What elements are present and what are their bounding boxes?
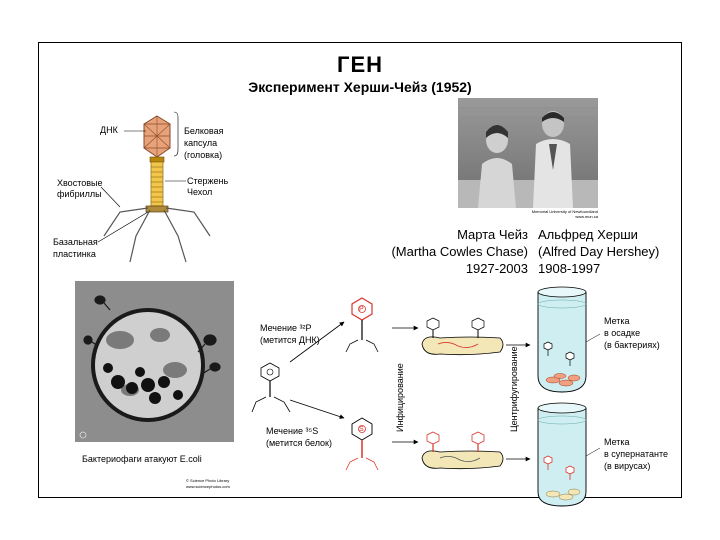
p32-result-1: Метка [604,316,630,326]
s35-label-2: (метится белок) [266,438,332,448]
photo-credit-1: Memorial University of Newfoundland [531,209,598,214]
s35-result-2: в супернатанте [604,449,668,459]
hershey-latin-name: (Alfred Day Hershey) [538,244,660,259]
capsid-label-1: Белковая [184,126,224,136]
sheath-label-1: Стержень [187,176,229,186]
baseplate-label-2: пластинка [53,249,96,259]
s35-label-1: Мечение ³⁵S [266,426,319,436]
unlabeled-phage [251,362,291,413]
test-tube-top [537,286,587,393]
p32-label-2: (метится ДНК) [260,335,320,345]
infection-label: Инфицирование [395,363,405,432]
slide-frame [38,42,682,498]
phage-baseplate [145,205,169,213]
tail-fibers-label-2: фибриллы [57,189,102,199]
p32-result-2: в осадке [604,328,641,338]
hershey-years: 1908-1997 [538,261,601,276]
hershey-figure [533,111,573,208]
p32-label-1: Мечение ³²P [260,323,312,333]
micrograph-caption: Бактериофаги атакуют E.coli [82,454,202,464]
page-subtitle: Эксперимент Херши-Чейз (1952) [248,79,472,95]
bacterium-bottom [421,431,504,470]
p32-result-3: (в бактериях) [604,340,660,350]
s35-result-1: Метка [604,437,630,447]
phage-tail-fibers [103,207,211,263]
p32-phage [345,297,379,353]
s35-phage [345,417,379,471]
arrow-to-s35 [289,399,345,419]
phage-sheath [150,161,164,207]
pointer-top-result [585,333,601,343]
sheath-label-2: Чехол [187,187,213,197]
bacterium-top [421,317,504,356]
capsid-label-3: (головка) [184,150,223,160]
hershey-name: Альфред Херши [538,227,638,242]
photo-credit-2: www.mun.ca [575,214,598,219]
test-tube-bottom [537,402,587,507]
p32-isotope-tag: P [359,306,364,313]
chase-latin-name: (Martha Cowles Chase) [391,244,528,259]
baseplate-label-1: Базальная [53,237,98,247]
s35-result-3: (в вирусах) [604,461,651,471]
chase-years: 1927-2003 [465,261,528,276]
micrograph-credit-1: © Science Photo Library [186,478,230,483]
tail-fibers-label-1: Хвостовые [57,178,103,188]
chase-figure [478,125,516,208]
capsid-label-2: капсула [184,138,218,148]
centrifugation-label: Центрифугирование [509,346,519,432]
s35-isotope-tag: S [359,426,364,433]
dna-label: ДНК [100,125,118,135]
page-title: ГЕН [336,52,384,77]
chase-name: Марта Чейз [457,227,528,242]
micrograph-credit-2: www.sciencephotos.com [186,484,230,489]
pointer-bottom-result [585,447,601,457]
arrow-to-p32 [289,321,345,363]
